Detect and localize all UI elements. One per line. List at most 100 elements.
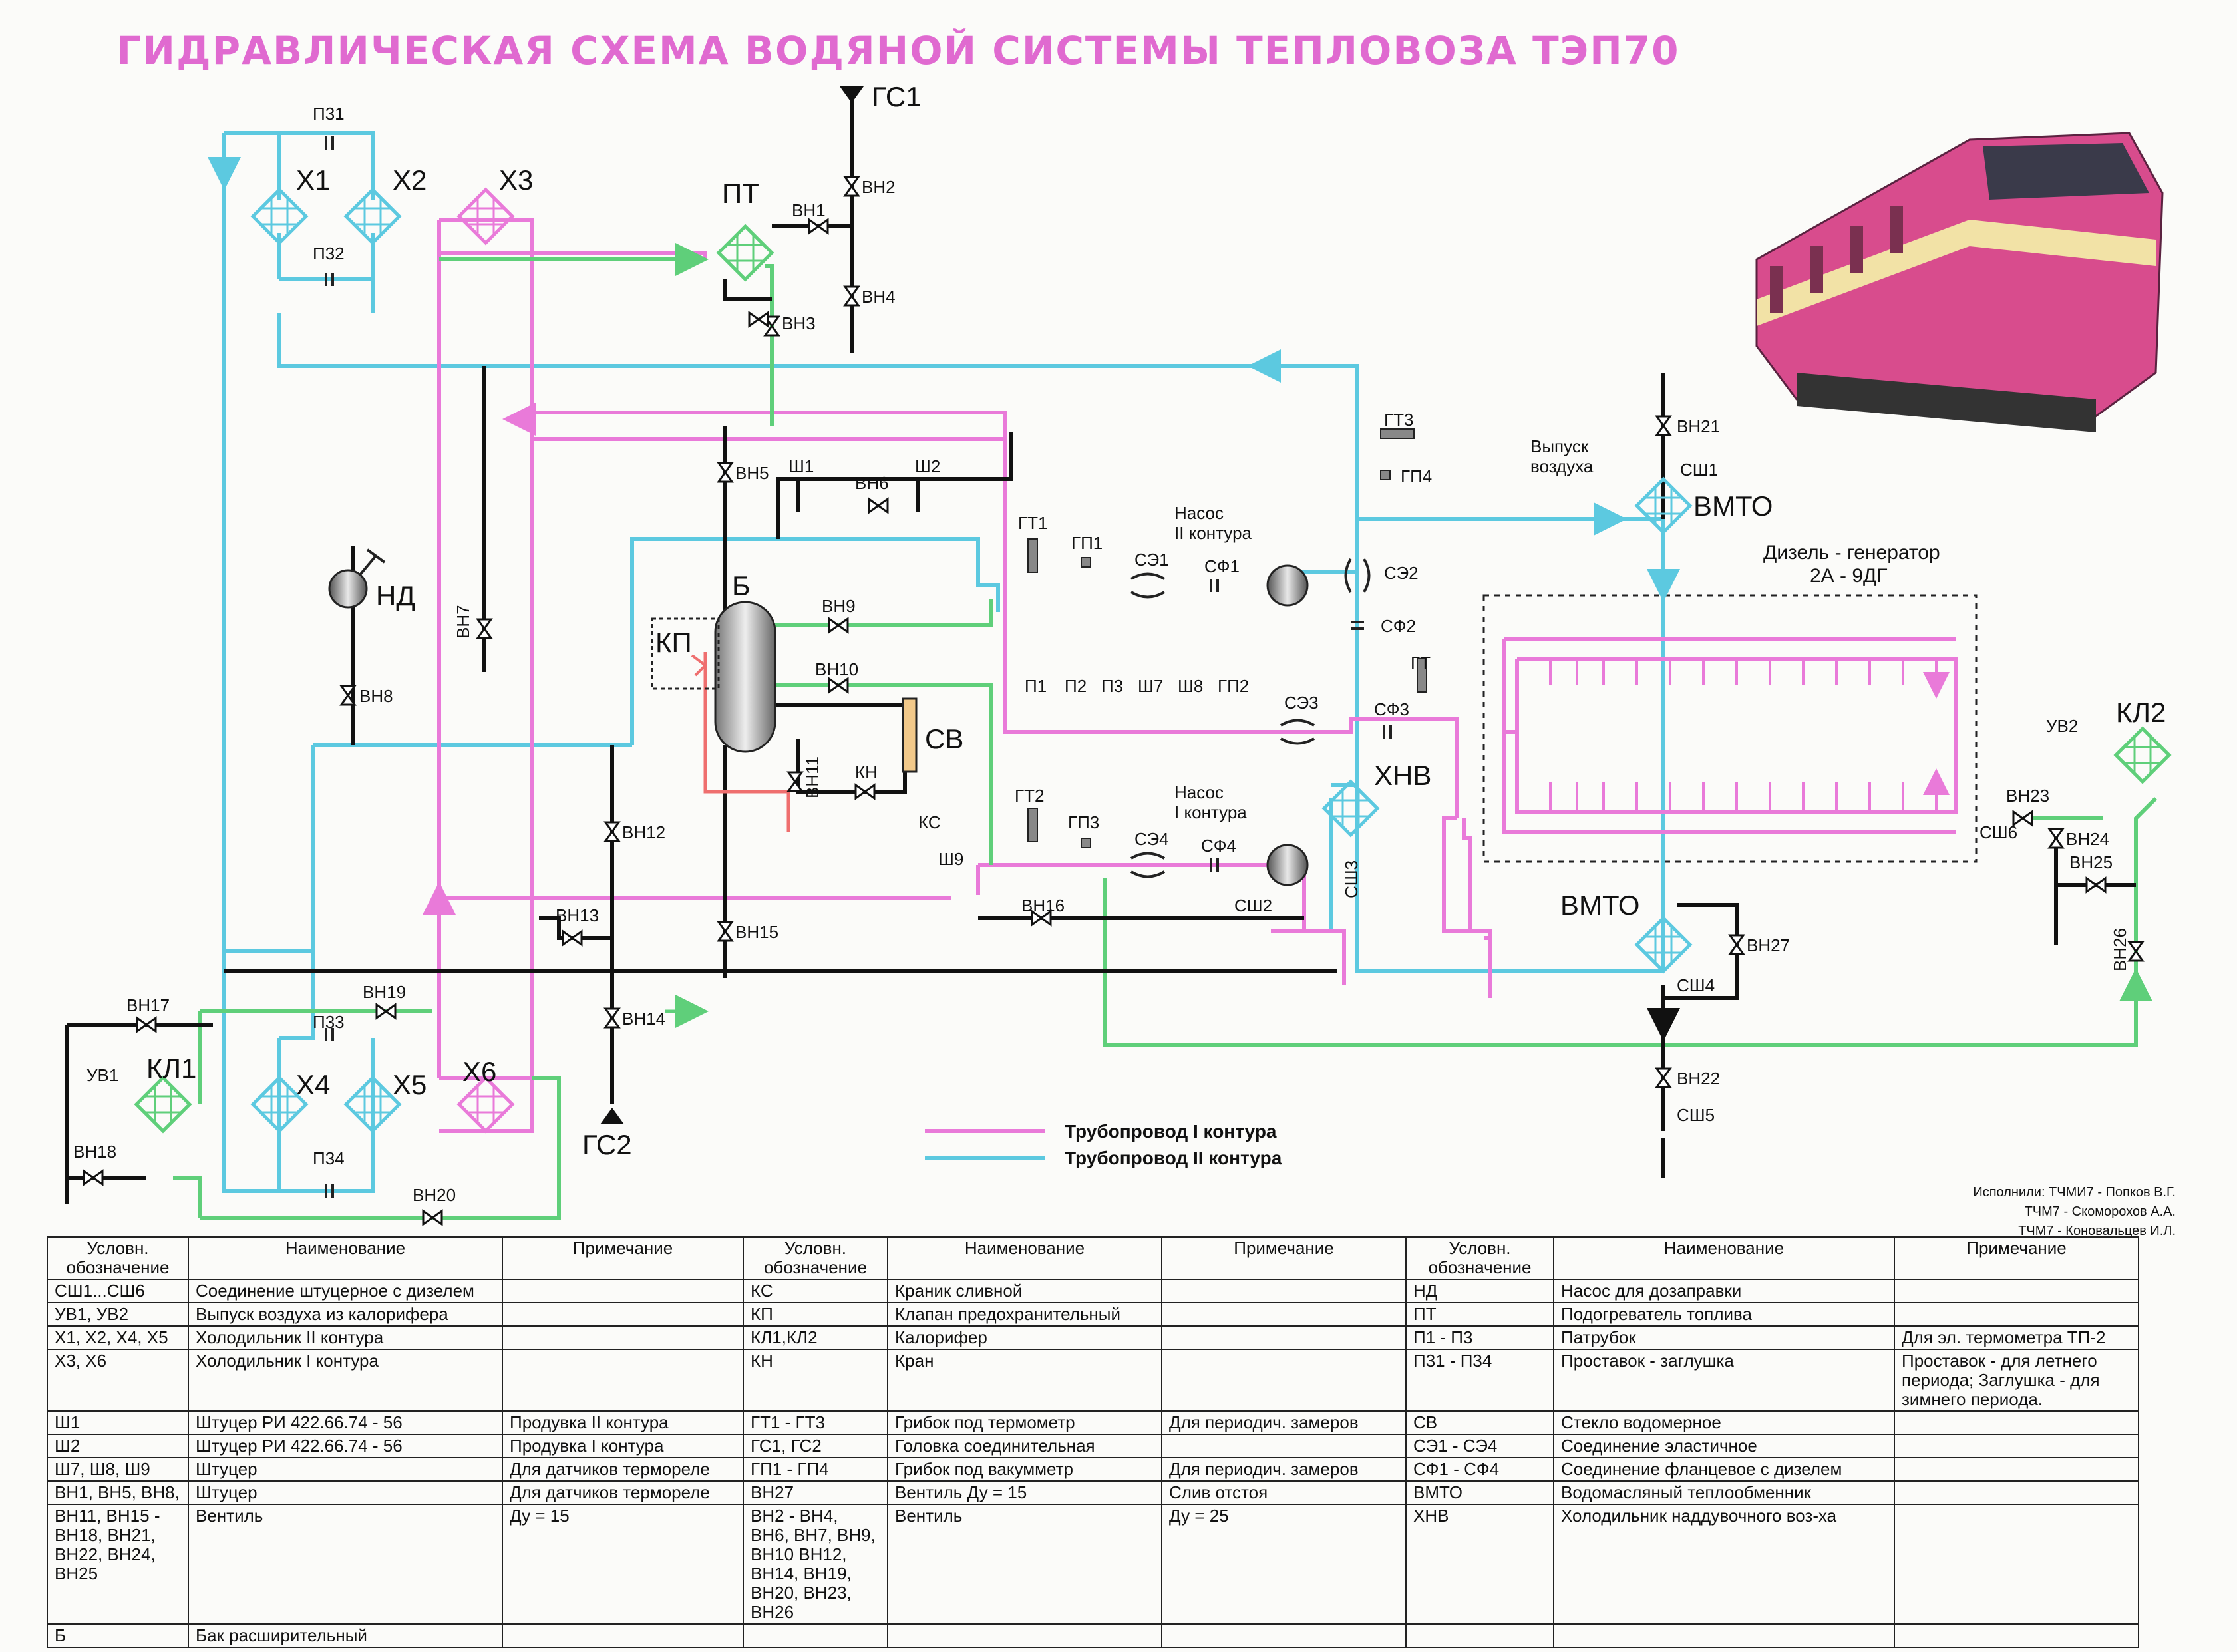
- author-line: ТЧМ7 - Коновальцев И.Л.: [2018, 1224, 2176, 1238]
- label-vn6: ВН6: [855, 473, 889, 493]
- label-ssh2: СШ2: [1234, 896, 1272, 915]
- label-sv: СВ: [925, 723, 963, 754]
- table-cell: Для периодич. замеров: [1161, 1457, 1407, 1482]
- label-x5: Х5: [393, 1069, 427, 1100]
- label-uv2: УВ2: [2046, 716, 2078, 736]
- specification-table: Условн. обозначение Наименование Примеча…: [47, 1236, 2139, 1648]
- component-labels: Х1 Х2 Х3 П31 П32 ПТ ГС1 ВН1 ВН2 ВН4 ВН3 …: [73, 81, 2166, 1205]
- hydraulic-diagram: Трубопровод I контура Трубопровод II кон…: [65, 81, 2237, 1226]
- table-cell: [1161, 1325, 1407, 1350]
- table-cell: [743, 1623, 888, 1648]
- label-sh1: Ш1: [788, 456, 814, 476]
- table-cell: Вентиль: [188, 1504, 503, 1625]
- label-gp3: ГП3: [1068, 812, 1099, 832]
- label-ssh3: СШ3: [1341, 860, 1361, 898]
- label-x3: Х3: [499, 164, 533, 196]
- label-air-line2: воздуха: [1530, 456, 1594, 476]
- filler-head-gs2-icon: [600, 1108, 624, 1124]
- author-line: Исполнили: ТЧМИ7 - Попков В.Г.: [1973, 1185, 2176, 1200]
- label-kn: КН: [855, 762, 878, 782]
- table-cell: [502, 1325, 744, 1350]
- diesel-generator-box: [1482, 594, 1978, 863]
- table-cell: СШ1...СШ6: [47, 1279, 189, 1303]
- table-cell: Выпуск воздуха из калорифера: [188, 1302, 503, 1327]
- label-sf4: СФ4: [1201, 836, 1236, 856]
- table-cell: Бак расширительный: [188, 1623, 503, 1648]
- table-cell: ВН11, ВН15 - ВН18, ВН21, ВН22, ВН24, ВН2…: [47, 1504, 189, 1625]
- table-cell: Насос для дозаправки: [1553, 1279, 1895, 1303]
- table-cell: П31 - П34: [1405, 1349, 1554, 1412]
- label-kl1: КЛ1: [146, 1053, 196, 1084]
- table-cell: Штуцер: [188, 1480, 503, 1505]
- label-nd: НД: [376, 580, 415, 611]
- table-cell: ГТ1 - ГТ3: [743, 1410, 888, 1435]
- table-cell: [1405, 1623, 1554, 1648]
- label-vn12: ВН12: [622, 822, 665, 842]
- flexible-joints: [325, 136, 1392, 1198]
- label-vn7: ВН7: [453, 605, 473, 639]
- table-cell: Вентиль: [887, 1504, 1162, 1625]
- cooler-x3: [459, 190, 512, 243]
- table-cell: [1894, 1504, 2139, 1625]
- table-cell: СФ1 - СФ4: [1405, 1457, 1554, 1482]
- label-sf2: СФ2: [1381, 616, 1416, 636]
- label-vn18: ВН18: [73, 1142, 116, 1162]
- label-vn15: ВН15: [735, 922, 778, 942]
- table-cell: Краник сливной: [887, 1279, 1162, 1303]
- table-cell: [1894, 1434, 2139, 1458]
- table-cell: Для периодич. замеров: [1161, 1410, 1407, 1435]
- label-diesel-line1: Дизель - генератор: [1763, 542, 1940, 564]
- table-cell: Штуцер РИ 422.66.74 - 56: [188, 1434, 503, 1458]
- diagram-title: ГИДРАВЛИЧЕСКАЯ СХЕМА ВОДЯНОЙ СИСТЕМЫ ТЕП…: [116, 28, 1680, 73]
- safety-valve-box: [651, 617, 720, 690]
- table-cell: Стекло водомерное: [1553, 1410, 1895, 1435]
- table-cell: КЛ1,КЛ2: [743, 1325, 888, 1350]
- table-header-cell: Условн. обозначение: [47, 1236, 189, 1280]
- table-cell: КН: [743, 1349, 888, 1412]
- label-vn24: ВН24: [2066, 829, 2109, 849]
- table-header-cell: Примечание: [1894, 1236, 2139, 1280]
- table-cell: ГС1, ГС2: [743, 1434, 888, 1458]
- label-vn16: ВН16: [1021, 896, 1065, 915]
- label-ssh6: СШ6: [1979, 822, 2017, 842]
- table-cell: Ш1: [47, 1410, 189, 1435]
- label-vn5: ВН5: [735, 463, 769, 483]
- table-cell: П1 - П3: [1405, 1325, 1554, 1350]
- thermometer-wells: [1027, 428, 1427, 848]
- table-cell: Ду = 15: [502, 1504, 744, 1625]
- table-cell: Для датчиков термореле: [502, 1457, 744, 1482]
- label-uv1: УВ1: [86, 1065, 118, 1085]
- table-cell: Ш7, Ш8, Ш9: [47, 1457, 189, 1482]
- table-cell: Ш2: [47, 1434, 189, 1458]
- label-vn8: ВН8: [359, 686, 393, 706]
- flow-arrows: [208, 157, 2152, 1041]
- table-cell: Водомасляный теплообменник: [1553, 1480, 1895, 1505]
- table-cell: Для эл. термометра ТП-2: [1894, 1325, 2139, 1350]
- label-se4: СЭ4: [1134, 829, 1169, 849]
- table-cell: Продувка I контура: [502, 1434, 744, 1458]
- label-gp2: ГП2: [1218, 676, 1249, 696]
- label-gt: ГТ: [1411, 653, 1431, 673]
- label-kp: КП: [655, 627, 692, 658]
- safety-valve-icon: [691, 654, 708, 677]
- circuit1-pipes: [437, 218, 1492, 1133]
- table-cell: Слив отстоя: [1161, 1480, 1407, 1505]
- label-pump1-line2: I контура: [1174, 802, 1247, 822]
- table-cell: Для датчиков термореле: [502, 1480, 744, 1505]
- label-vn10: ВН10: [815, 659, 858, 679]
- table-cell: Холодильник наддувочного воз-ха: [1553, 1504, 1895, 1625]
- refill-pump-handle-icon: [358, 548, 386, 577]
- table-cell: Подогреватель топлива: [1553, 1302, 1895, 1327]
- table-cell: [502, 1349, 744, 1412]
- label-vn13: ВН13: [556, 906, 599, 925]
- table-cell: Клапан предохранительный: [887, 1302, 1162, 1327]
- table-cell: [1161, 1279, 1407, 1303]
- sight-glass: [902, 697, 918, 773]
- label-p1: П1: [1025, 676, 1047, 696]
- label-gp1: ГП1: [1071, 533, 1103, 553]
- table-cell: Патрубок: [1553, 1325, 1895, 1350]
- legend-circuit1-label: Трубопровод I контура: [1065, 1121, 1277, 1142]
